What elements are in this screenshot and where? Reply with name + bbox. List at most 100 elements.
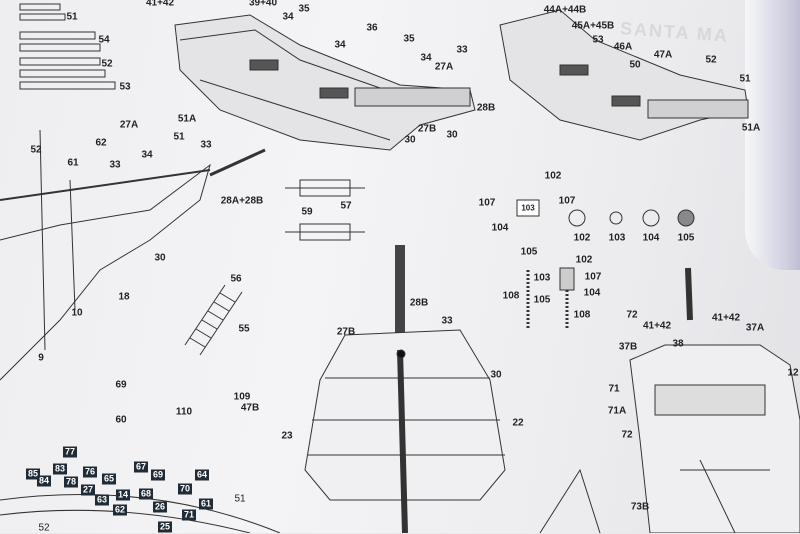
part-label: 104 xyxy=(583,287,601,299)
boxed-part-label: 65 xyxy=(101,473,117,485)
boxed-part-label: 27 xyxy=(80,484,96,496)
part-label: 57 xyxy=(340,200,352,212)
part-label: 73B xyxy=(630,501,650,513)
part-label: 51A xyxy=(741,122,761,134)
boxed-part-label: 64 xyxy=(194,469,210,481)
boxed-part-label: 85 xyxy=(25,468,41,480)
part-label: 33 xyxy=(456,44,468,56)
part-label: 105 xyxy=(677,232,695,244)
part-label: 52 xyxy=(30,144,42,156)
part-label: 28B xyxy=(476,102,496,114)
part-label: 72 xyxy=(621,429,633,441)
part-label: 71A xyxy=(607,405,627,417)
boxed-part-label: 26 xyxy=(152,501,168,513)
part-label: 60 xyxy=(115,414,127,426)
ladder xyxy=(184,284,243,356)
part-label: 71 xyxy=(608,383,620,395)
part-label: 41+42 xyxy=(145,0,175,9)
part-label: 36 xyxy=(366,22,378,34)
part-label: 10 xyxy=(71,307,83,319)
part-label: 30 xyxy=(490,369,502,381)
part-label: 44A+44B xyxy=(543,4,587,16)
planking-strips xyxy=(19,3,116,90)
boxed-part-label: 84 xyxy=(36,475,52,487)
part-label: 104 xyxy=(642,232,660,244)
part-label: 41+42 xyxy=(642,320,672,332)
part-label: 69 xyxy=(115,379,127,391)
part-label: 54 xyxy=(98,34,110,46)
boxed-part-label: 77 xyxy=(62,446,78,458)
part-label: 107 xyxy=(478,197,496,209)
part-label: 30 xyxy=(404,134,416,146)
part-label: 61 xyxy=(67,157,79,169)
boxed-part-label: 63 xyxy=(94,494,110,506)
part-label: 103 xyxy=(533,272,551,284)
part-label: 51 xyxy=(66,11,78,23)
part-label: 105 xyxy=(533,294,551,306)
windlass-parts xyxy=(285,179,365,241)
boxed-part-label: 83 xyxy=(52,463,68,475)
boxed-part-label: 71 xyxy=(181,509,197,521)
stern-right xyxy=(629,267,800,533)
boxed-part-label: 67 xyxy=(133,461,149,473)
boxed-part-label: 14 xyxy=(115,489,131,501)
part-label: 12 xyxy=(787,367,799,379)
part-label: 62 xyxy=(95,137,107,149)
part-label: 41+42 xyxy=(711,312,741,324)
boxed-part-label: 70 xyxy=(177,483,193,495)
part-label: 39+40 xyxy=(248,0,278,9)
part-label: 108 xyxy=(502,290,520,302)
part-label: 27A xyxy=(119,119,139,131)
part-label: 105 xyxy=(520,246,538,258)
part-label: 9 xyxy=(38,352,44,364)
part-label: 27B xyxy=(336,326,356,338)
part-label: 38 xyxy=(672,338,684,350)
boxed-part-label: 78 xyxy=(63,476,79,488)
part-label: 35 xyxy=(403,33,415,45)
part-label: 52 xyxy=(38,522,50,534)
part-label: 34 xyxy=(420,52,432,64)
part-label: 33 xyxy=(441,315,453,327)
part-label: 18 xyxy=(118,291,130,303)
part-label: 37B xyxy=(618,341,638,353)
part-label: 102 xyxy=(575,254,593,266)
part-label: 28B xyxy=(409,297,429,309)
part-label: 51A xyxy=(177,113,197,125)
part-label: 56 xyxy=(230,273,242,285)
part-label: 107 xyxy=(558,195,576,207)
part-label: 51 xyxy=(234,493,246,505)
part-label: 103 xyxy=(521,203,535,213)
curled-page-corner xyxy=(745,0,800,270)
part-label: 109 xyxy=(233,391,251,403)
part-label: 102 xyxy=(544,170,562,182)
part-label: 23 xyxy=(281,430,293,442)
part-label: 28A+28B xyxy=(220,195,264,207)
hull-side-left xyxy=(0,129,266,381)
part-label: 108 xyxy=(573,309,591,321)
part-label: 103 xyxy=(608,232,626,244)
boxed-part-label: 62 xyxy=(112,504,128,516)
part-label: 55 xyxy=(238,323,250,335)
part-label: 72 xyxy=(626,309,638,321)
bottom-hull-plan xyxy=(0,468,601,533)
part-label: 37A xyxy=(745,322,765,334)
ship-top-right xyxy=(499,9,749,141)
part-label: 53 xyxy=(119,81,131,93)
part-label: 52 xyxy=(705,54,717,66)
boxed-part-label: 69 xyxy=(150,469,166,481)
part-label: 33 xyxy=(200,139,212,151)
ship-top-left xyxy=(174,14,476,151)
fittings xyxy=(516,199,695,330)
part-label: 45A+45B xyxy=(571,20,615,32)
boxed-part-label: 61 xyxy=(198,498,214,510)
stern-view xyxy=(304,245,506,533)
part-label: 33 xyxy=(109,159,121,171)
part-label: 52 xyxy=(101,58,113,70)
part-label: 102 xyxy=(573,232,591,244)
part-label: 107 xyxy=(584,271,602,283)
part-label: 34 xyxy=(334,39,346,51)
part-label: 34 xyxy=(282,11,294,23)
part-label: 53 xyxy=(592,34,604,46)
